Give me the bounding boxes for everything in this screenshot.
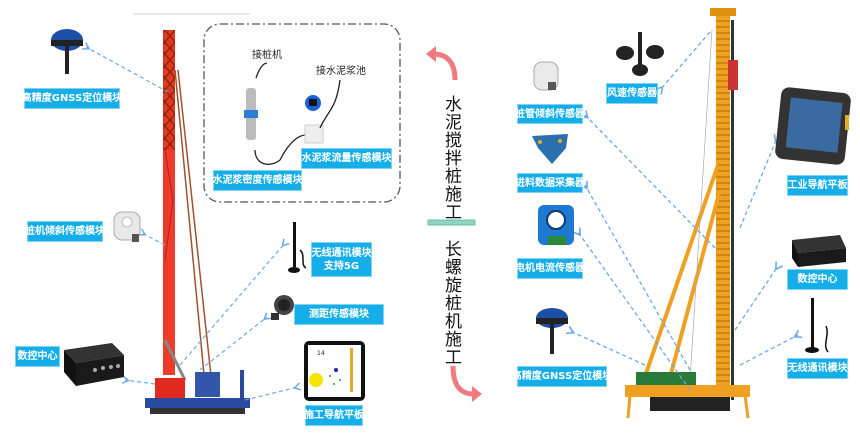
arrow-down-right-icon	[450, 365, 475, 397]
tablet-screen-value: 14	[317, 350, 325, 357]
gnss-receiver-right-icon	[536, 308, 568, 354]
control-center-right-label: 数控中心	[787, 269, 848, 290]
nav-tablet-label: 施工导航平板	[304, 405, 364, 426]
industrial-tablet-label: 工业导航平板	[787, 175, 848, 196]
left-connectors	[86, 47, 298, 401]
long-auger-pile-title: 长螺旋桩机施工	[441, 240, 461, 366]
wireless-label-line2: 支持5G	[323, 260, 360, 272]
cement-sensor-group-frame	[203, 23, 401, 203]
wireless-antenna-icon	[288, 222, 307, 273]
feed-collector-icon	[532, 134, 568, 164]
pipe-tilt-sensor-label: 桩管倾斜传感器	[515, 104, 585, 124]
industrial-tablet-icon	[775, 87, 851, 165]
gnss-receiver-icon	[51, 29, 83, 74]
control-box-icon	[64, 343, 124, 386]
wireless-label-line1: 无线通讯模块	[311, 247, 372, 259]
distance-sensor-label: 测距传感模块	[294, 304, 384, 325]
arrow-up-left-icon	[432, 51, 458, 81]
section-divider	[427, 219, 476, 226]
control-center-label: 数控中心	[15, 346, 60, 367]
motor-current-sensor-label: 电机电流传感器	[515, 258, 585, 279]
pile-tilt-module-label: 桩机倾斜传感模块	[25, 221, 105, 242]
cement-mixing-pile-title: 水泥搅拌桩施工	[441, 95, 461, 221]
density-sensor-icon	[244, 62, 307, 165]
current-sensor-icon	[538, 205, 574, 245]
feed-collector-label: 进料数据采集器	[515, 173, 585, 193]
gnss-module-label: 高精度GNSS定位模块	[22, 88, 122, 109]
pile-machine-note: 接桩机	[252, 50, 282, 61]
tilt-sensor-icon	[113, 211, 141, 242]
control-box-right-icon	[792, 235, 846, 267]
gnss-module-right-label: 高精度GNSS定位模块	[512, 366, 612, 387]
right-connectors	[570, 31, 798, 391]
wireless-module-right-label: 无线通讯模块	[787, 358, 848, 379]
wind-sensor-label: 风速传感器	[606, 83, 658, 104]
direction-arrows	[426, 46, 482, 402]
construction-tablet-icon	[304, 341, 365, 401]
left-pile-rig	[145, 30, 250, 414]
density-sensor-label: 水泥浆密度传感模块	[213, 170, 303, 191]
slurry-pool-note: 接水泥浆池	[316, 66, 366, 77]
wireless-module-label: 无线通讯模块 支持5G	[311, 242, 372, 277]
flow-sensor-icon	[304, 79, 341, 144]
flow-sensor-label: 水泥浆流量传感模块	[301, 148, 392, 169]
pipe-tilt-sensor-icon	[533, 61, 559, 91]
wireless-antenna-right-icon	[805, 298, 829, 353]
distance-sensor-icon	[271, 295, 294, 320]
right-pile-rig	[625, 8, 750, 419]
anemometer-icon	[616, 32, 664, 76]
